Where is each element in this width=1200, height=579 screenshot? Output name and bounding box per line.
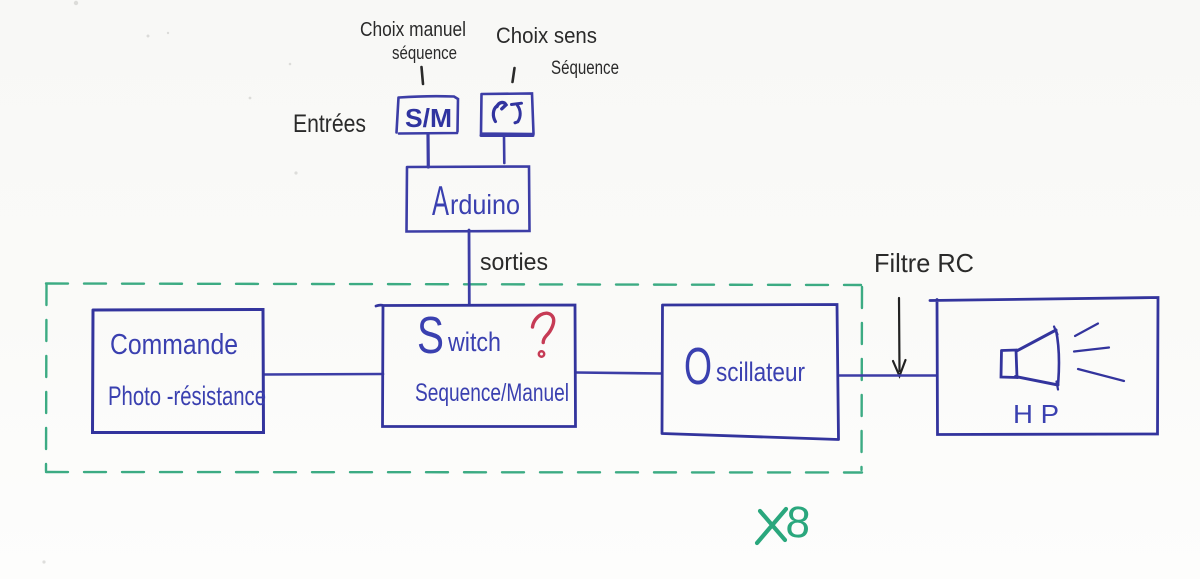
svg-text:Commande: Commande <box>110 329 238 361</box>
svg-text:Séquence: Séquence <box>551 58 619 79</box>
svg-text:Choix manuel: Choix manuel <box>360 19 466 41</box>
svg-text:S: S <box>417 307 444 365</box>
svg-text:Filtre RC: Filtre RC <box>874 248 974 278</box>
svg-text:sorties: sorties <box>480 249 548 276</box>
svg-text:H P: H P <box>1013 399 1059 429</box>
svg-text:scillateur: scillateur <box>716 357 805 387</box>
svg-text:Choix sens: Choix sens <box>496 23 597 48</box>
svg-text:Sequence/Manuel: Sequence/Manuel <box>415 379 569 407</box>
svg-text:A: A <box>432 177 449 224</box>
svg-text:séquence: séquence <box>392 43 457 63</box>
svg-text:Entrées: Entrées <box>293 110 366 138</box>
svg-text:8: 8 <box>784 497 812 548</box>
svg-text:S/M: S/M <box>405 103 452 133</box>
svg-text:witch: witch <box>447 327 501 357</box>
svg-text:rduino: rduino <box>450 189 520 220</box>
svg-text:O: O <box>684 338 712 396</box>
svg-text:Photo -résistance: Photo -résistance <box>108 381 266 411</box>
